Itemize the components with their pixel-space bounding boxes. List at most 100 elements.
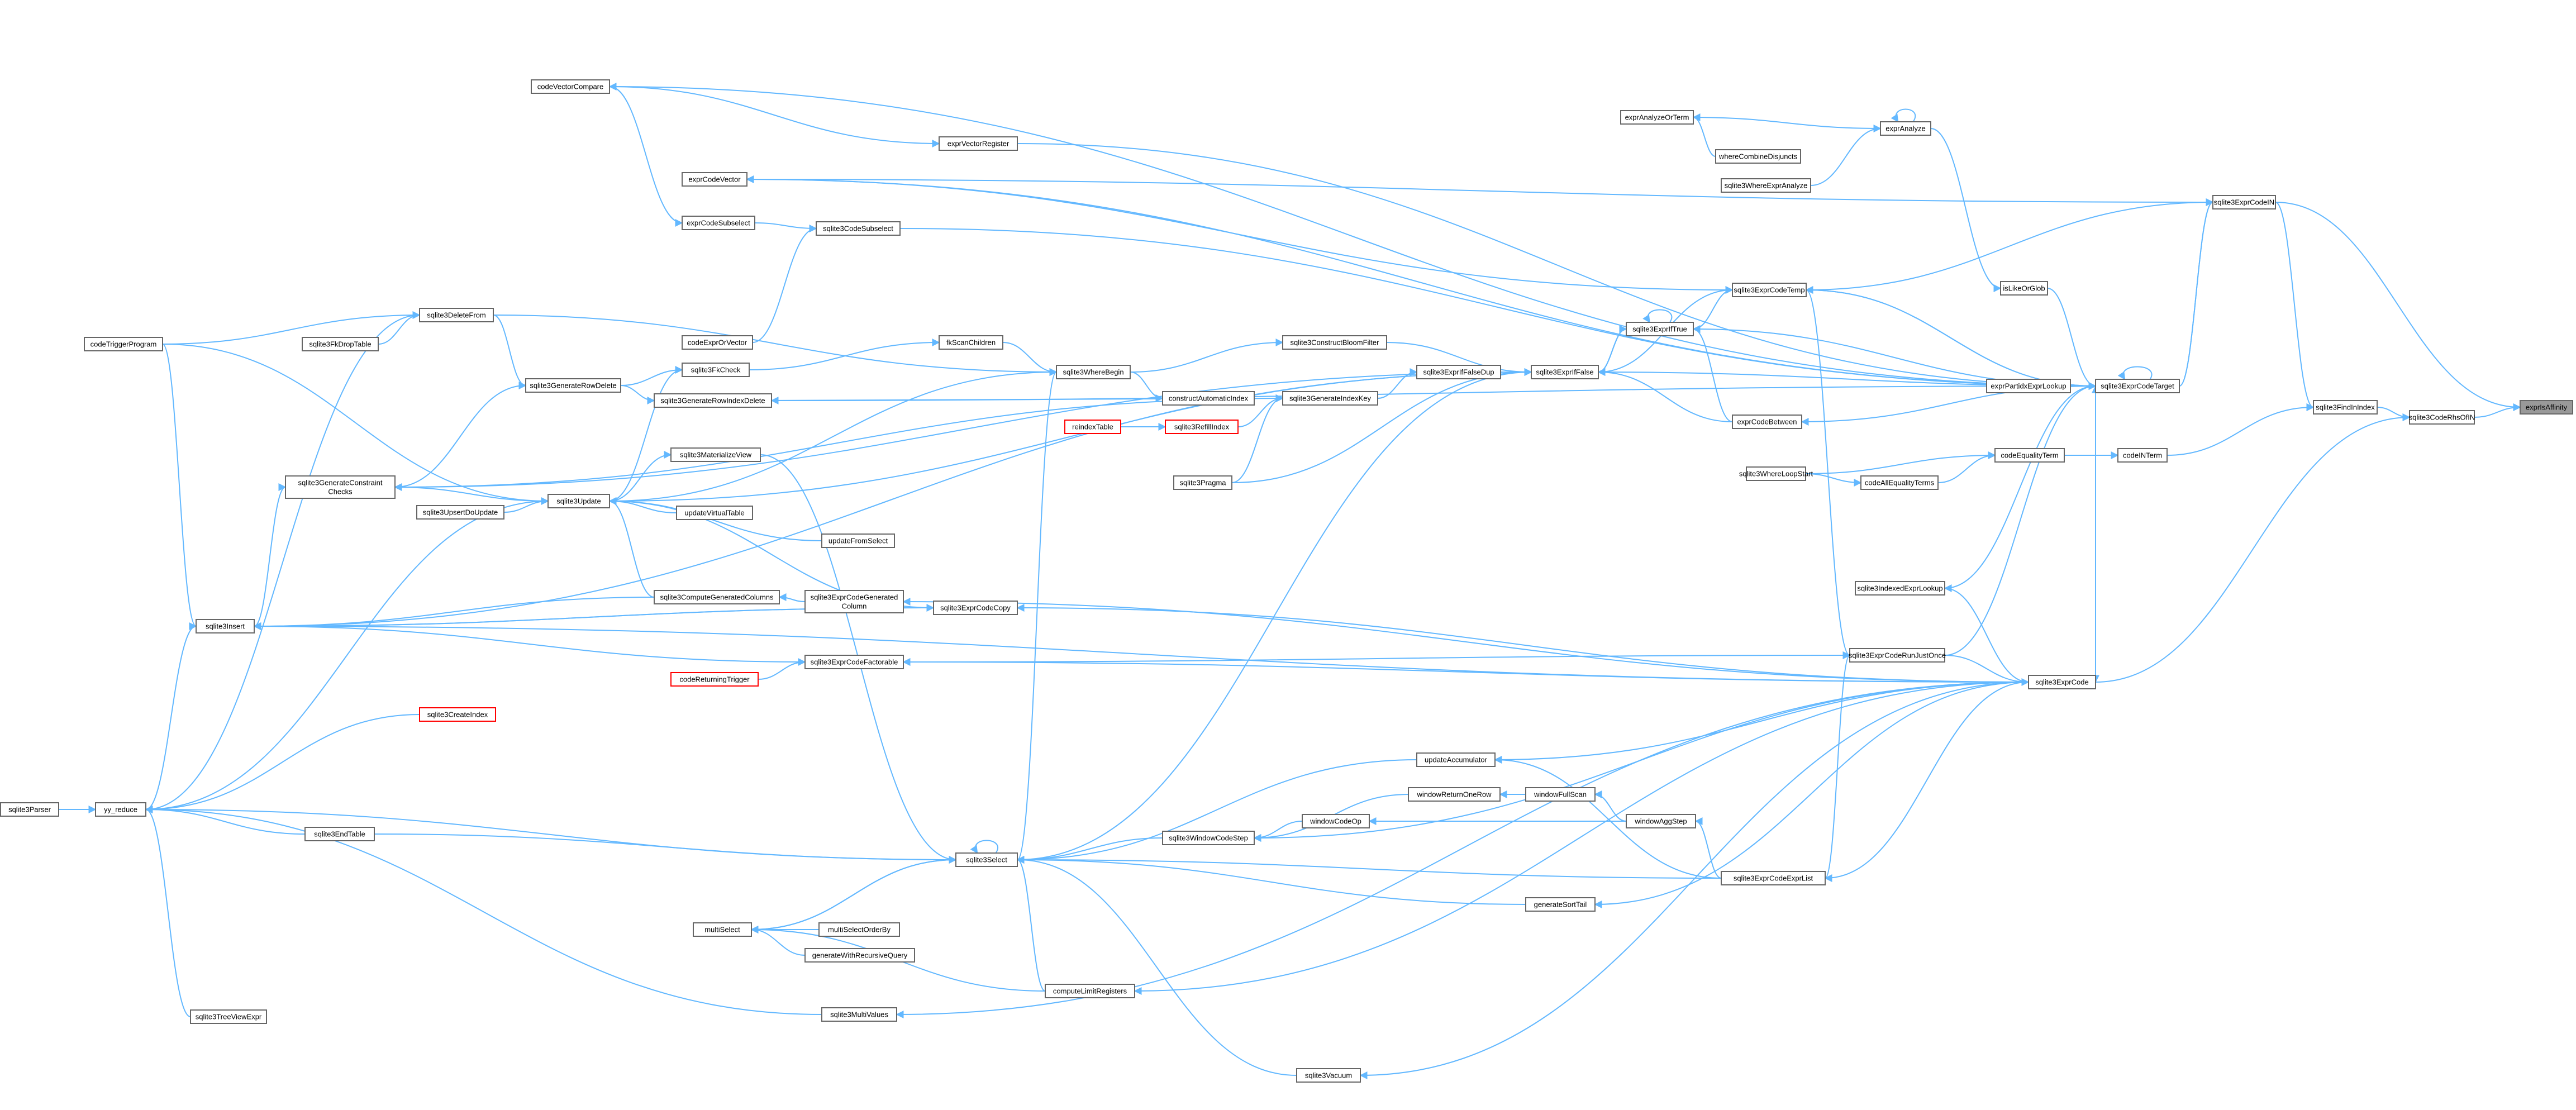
node-box[interactable]	[84, 337, 163, 351]
node-sqlite3ExprCode[interactable]: sqlite3ExprCode	[2028, 675, 2096, 689]
node-box[interactable]	[955, 852, 1018, 867]
node-box[interactable]	[547, 494, 610, 508]
node-sqlite3MaterializeView[interactable]: sqlite3MaterializeView	[670, 447, 761, 462]
node-box[interactable]	[939, 136, 1018, 151]
node-box[interactable]	[682, 363, 750, 377]
node-sqlite3Select[interactable]: sqlite3Select	[955, 852, 1018, 867]
node-box[interactable]	[531, 79, 610, 94]
node-reindexTable[interactable]: reindexTable	[1064, 420, 1121, 434]
node-box[interactable]	[1056, 365, 1131, 379]
node-yy_reduce[interactable]: yy_reduce	[95, 802, 146, 817]
node-box[interactable]	[654, 393, 772, 408]
node-sqlite3ExprIfFalse[interactable]: sqlite3ExprIfFalse	[1531, 365, 1599, 379]
node-codeTriggerProgram[interactable]: codeTriggerProgram	[84, 337, 163, 351]
node-box[interactable]	[682, 216, 755, 230]
node-sqlite3ExprIfTrue[interactable]: sqlite3ExprIfTrue	[1626, 322, 1694, 336]
node-codeExprOrVector[interactable]: codeExprOrVector	[682, 335, 753, 350]
node-box[interactable]	[196, 619, 255, 633]
node-box[interactable]	[1525, 787, 1596, 802]
node-box[interactable]	[1994, 448, 2065, 463]
node-sqlite3ExprCodeCopy[interactable]: sqlite3ExprCodeCopy	[933, 601, 1018, 615]
node-box[interactable]	[419, 308, 494, 322]
node-box[interactable]	[1860, 475, 1939, 490]
node-box[interactable]	[682, 335, 753, 350]
node-sqlite3ExprCodeExprList[interactable]: sqlite3ExprCodeExprList	[1721, 871, 1826, 885]
node-box[interactable]	[1880, 121, 1931, 136]
node-box[interactable]	[821, 1007, 897, 1022]
node-generateSortTail[interactable]: generateSortTail	[1525, 897, 1596, 912]
node-computeLimitRegisters[interactable]: computeLimitRegisters	[1045, 984, 1135, 998]
node-box[interactable]	[670, 672, 759, 687]
node-sqlite3GenerateRowIndexDelete[interactable]: sqlite3GenerateRowIndexDelete	[654, 393, 772, 408]
node-codeVectorCompare[interactable]: codeVectorCompare	[531, 79, 610, 94]
node-sqlite3ExprCodeTemp[interactable]: sqlite3ExprCodeTemp	[1732, 283, 1807, 297]
node-box[interactable]	[1746, 466, 1806, 481]
node-exprPartidxExprLookup[interactable]: exprPartidxExprLookup	[1986, 379, 2071, 393]
node-whereLoopStart[interactable]: sqlite3WhereLoopStart	[1739, 466, 1813, 481]
node-box[interactable]	[1173, 475, 1232, 490]
node-sqlite3EndTable[interactable]: sqlite3EndTable	[304, 827, 375, 841]
node-sqlite3Parser[interactable]: sqlite3Parser	[0, 802, 59, 817]
node-box[interactable]	[285, 475, 396, 499]
node-box[interactable]	[1531, 365, 1599, 379]
node-box[interactable]	[1721, 871, 1826, 885]
node-box[interactable]	[1302, 814, 1370, 828]
node-windowReturnOneRow[interactable]: windowReturnOneRow	[1408, 787, 1501, 802]
node-sqlite3FindInIndex[interactable]: sqlite3FindInIndex	[2313, 400, 2378, 415]
node-codeAllEqualityTerms[interactable]: codeAllEqualityTerms	[1860, 475, 1939, 490]
node-box[interactable]	[525, 378, 621, 393]
node-box[interactable]	[1732, 415, 1802, 429]
node-box[interactable]	[682, 172, 747, 187]
node-box[interactable]	[1732, 283, 1807, 297]
node-codeReturningTrigger[interactable]: codeReturningTrigger	[670, 672, 759, 687]
node-box[interactable]	[804, 655, 904, 669]
node-box[interactable]	[1416, 365, 1501, 379]
node-whereCombineDisjuncts[interactable]: whereCombineDisjuncts	[1715, 149, 1801, 164]
node-sqlite3CodeSubselect[interactable]: sqlite3CodeSubselect	[816, 221, 901, 236]
node-box[interactable]	[1416, 752, 1496, 767]
node-sqlite3ExprCodeTarget[interactable]: sqlite3ExprCodeTarget	[2095, 379, 2180, 393]
node-box[interactable]	[1525, 897, 1596, 912]
node-box[interactable]	[939, 335, 1003, 350]
node-box[interactable]	[2212, 195, 2276, 209]
node-codeINTerm[interactable]: codeINTerm	[2117, 448, 2168, 463]
node-updateVirtualTable[interactable]: updateVirtualTable	[676, 506, 753, 520]
node-sqlite3ConstructBloomFilter[interactable]: sqlite3ConstructBloomFilter	[1282, 335, 1387, 350]
node-box[interactable]	[1855, 581, 1945, 596]
node-exprCodeSubselect[interactable]: exprCodeSubselect	[682, 216, 755, 230]
node-box[interactable]	[419, 707, 496, 722]
node-box[interactable]	[821, 533, 895, 548]
node-sqlite3MultiValues[interactable]: sqlite3MultiValues	[821, 1007, 897, 1022]
node-sqlite3ExprCodeIN[interactable]: sqlite3ExprCodeIN	[2212, 195, 2276, 209]
node-box[interactable]	[302, 337, 379, 351]
node-sqlite3GenerateRowDelete[interactable]: sqlite3GenerateRowDelete	[525, 378, 621, 393]
node-box[interactable]	[1162, 391, 1255, 406]
node-box[interactable]	[804, 948, 915, 963]
node-sqlite3ExprCodeRunJustOnce[interactable]: sqlite3ExprCodeRunJustOnce	[1849, 648, 1946, 663]
node-box[interactable]	[2409, 410, 2475, 425]
node-sqlite3ExprCodeFactorable[interactable]: sqlite3ExprCodeFactorable	[804, 655, 904, 669]
node-box[interactable]	[670, 447, 761, 462]
node-box[interactable]	[1626, 322, 1694, 336]
node-windowAggStep[interactable]: windowAggStep	[1626, 814, 1696, 828]
node-box[interactable]	[1296, 1068, 1361, 1083]
node-box[interactable]	[1626, 814, 1696, 828]
node-sqlite3WhereBegin[interactable]: sqlite3WhereBegin	[1056, 365, 1131, 379]
node-exprAnalyze[interactable]: exprAnalyze	[1880, 121, 1931, 136]
node-box[interactable]	[1045, 984, 1135, 998]
node-box[interactable]	[1715, 149, 1801, 164]
node-exprIsAffinity[interactable]: exprIsAffinity	[2520, 400, 2573, 415]
node-box[interactable]	[1282, 391, 1378, 406]
node-box[interactable]	[816, 221, 901, 236]
node-box[interactable]	[2117, 448, 2168, 463]
node-sqlite3ExprIfFalseDup[interactable]: sqlite3ExprIfFalseDup	[1416, 365, 1501, 379]
node-box[interactable]	[190, 1009, 267, 1024]
node-exprAnalyzeOrTerm[interactable]: exprAnalyzeOrTerm	[1620, 110, 1694, 125]
node-box[interactable]	[1282, 335, 1387, 350]
node-box[interactable]	[1849, 648, 1945, 663]
node-windowFullScan[interactable]: windowFullScan	[1525, 787, 1596, 802]
node-box[interactable]	[1162, 831, 1255, 845]
node-box[interactable]	[1064, 420, 1121, 434]
